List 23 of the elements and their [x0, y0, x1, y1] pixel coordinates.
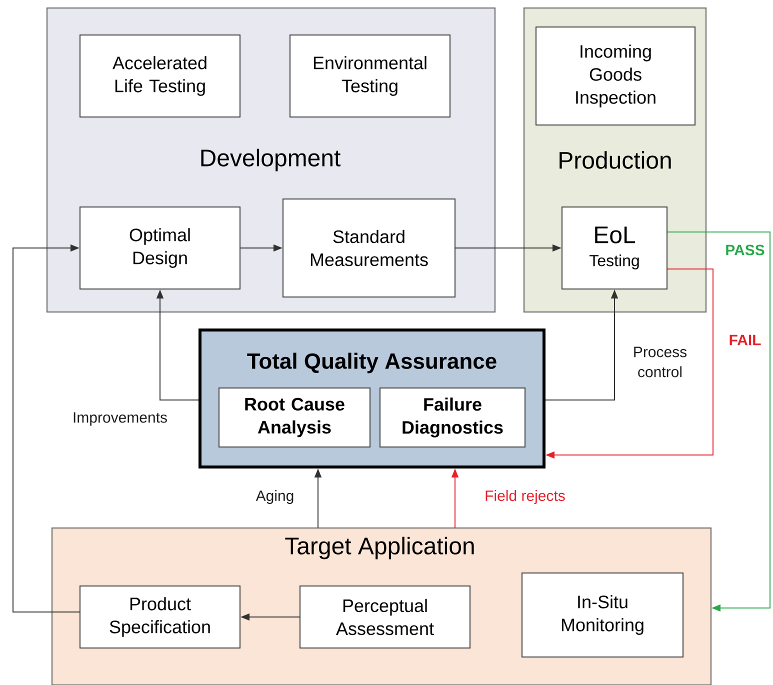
section-title: Development	[201, 148, 340, 172]
process-box: Environmental Testing	[290, 34, 450, 118]
process-box: Accelerated Life Testing	[80, 34, 240, 118]
process-box: Root Cause Analysis	[218, 388, 370, 448]
process-box: Incoming Goods Inspection	[536, 26, 696, 126]
edge-label: Process control	[629, 346, 691, 378]
section-title: Total Quality Assurance	[247, 352, 496, 374]
arrow	[667, 232, 770, 612]
process-box: In-Situ Monitoring	[522, 572, 684, 658]
edge-label: Improvements	[71, 411, 169, 427]
process-box: Standard Measurements	[282, 198, 456, 298]
arrow	[12, 244, 80, 612]
edge-label: Aging	[254, 489, 296, 505]
process-box: Failure Diagnostics	[380, 388, 526, 448]
process-box: Perceptual Assessment	[300, 586, 470, 648]
process-box: Product Specification	[80, 586, 240, 648]
section-title: Production	[560, 151, 671, 169]
edge-label: PASS	[724, 244, 766, 256]
edge-label: FAIL	[728, 334, 762, 346]
edge-label: Field rejects	[484, 489, 566, 505]
process-box: EoL Testing	[562, 206, 668, 290]
process-box: Optimal Design	[80, 206, 240, 290]
section-title: Target Application	[285, 536, 474, 560]
